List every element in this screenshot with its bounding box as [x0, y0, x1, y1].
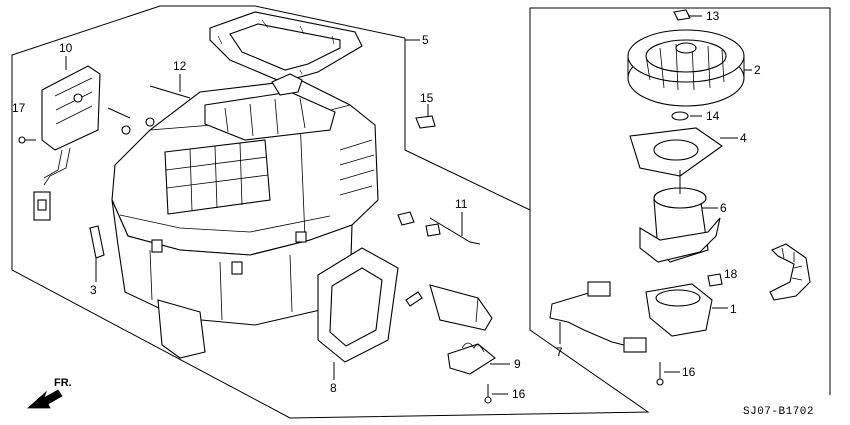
resistor-part	[447, 342, 496, 375]
callout-1: 1	[730, 302, 737, 316]
callout-18: 18	[724, 267, 738, 281]
left-section-outline	[11, 5, 650, 419]
clip-15-part	[415, 115, 436, 129]
callout-12: 12	[173, 59, 187, 73]
actuator-part	[33, 65, 101, 221]
linkage-rod-11-part	[397, 211, 481, 245]
blower-case-part	[111, 73, 379, 359]
screw-16b-part	[656, 362, 664, 386]
front-arrow-icon	[26, 389, 63, 409]
drain-hose-part	[769, 243, 811, 301]
screw-18-part	[707, 273, 723, 287]
right-section-outline	[529, 7, 831, 395]
callout-7: 7	[556, 345, 563, 359]
callout-8: 8	[330, 381, 337, 395]
callout-16-right: 16	[682, 365, 696, 379]
bolt-part	[405, 291, 423, 307]
callout-17: 17	[12, 101, 26, 115]
callout-4: 4	[740, 131, 747, 145]
flange-4-part	[629, 127, 723, 177]
callout-2: 2	[754, 63, 761, 77]
wire-harness-part	[549, 281, 647, 353]
callout-6: 6	[720, 201, 727, 215]
filter-frame-part	[317, 247, 399, 363]
motor-holder-part	[645, 283, 713, 337]
linkage-rod-12-part	[107, 85, 191, 135]
callout-15: 15	[420, 91, 434, 105]
diagram-code: SJ07-B1702	[743, 406, 814, 418]
clip-3-part	[89, 225, 105, 259]
callout-11: 11	[455, 197, 468, 211]
screw-16a-part	[484, 384, 492, 404]
seal-gasket-part	[209, 11, 363, 83]
nut-13-part	[673, 9, 691, 21]
front-direction-label: FR.	[54, 377, 72, 389]
motor-part	[639, 170, 721, 263]
callout-5: 5	[422, 33, 429, 47]
leader-lines	[65, 15, 752, 395]
door-plate-part	[429, 284, 493, 331]
callout-13: 13	[706, 9, 720, 23]
callout-3: 3	[90, 283, 97, 297]
fan-part	[627, 29, 745, 107]
screw-17-part	[18, 136, 36, 144]
callout-9: 9	[514, 357, 521, 371]
callout-labels: 1 2 3 4 5 6 7 8 9 10 11 12 13 14 15 16 1…	[12, 9, 761, 401]
washer-14-part	[671, 111, 689, 121]
callout-16-bottom: 16	[512, 387, 526, 401]
callout-14: 14	[706, 109, 720, 123]
callout-10: 10	[59, 41, 73, 55]
front-direction-indicator: FR.	[26, 377, 72, 409]
